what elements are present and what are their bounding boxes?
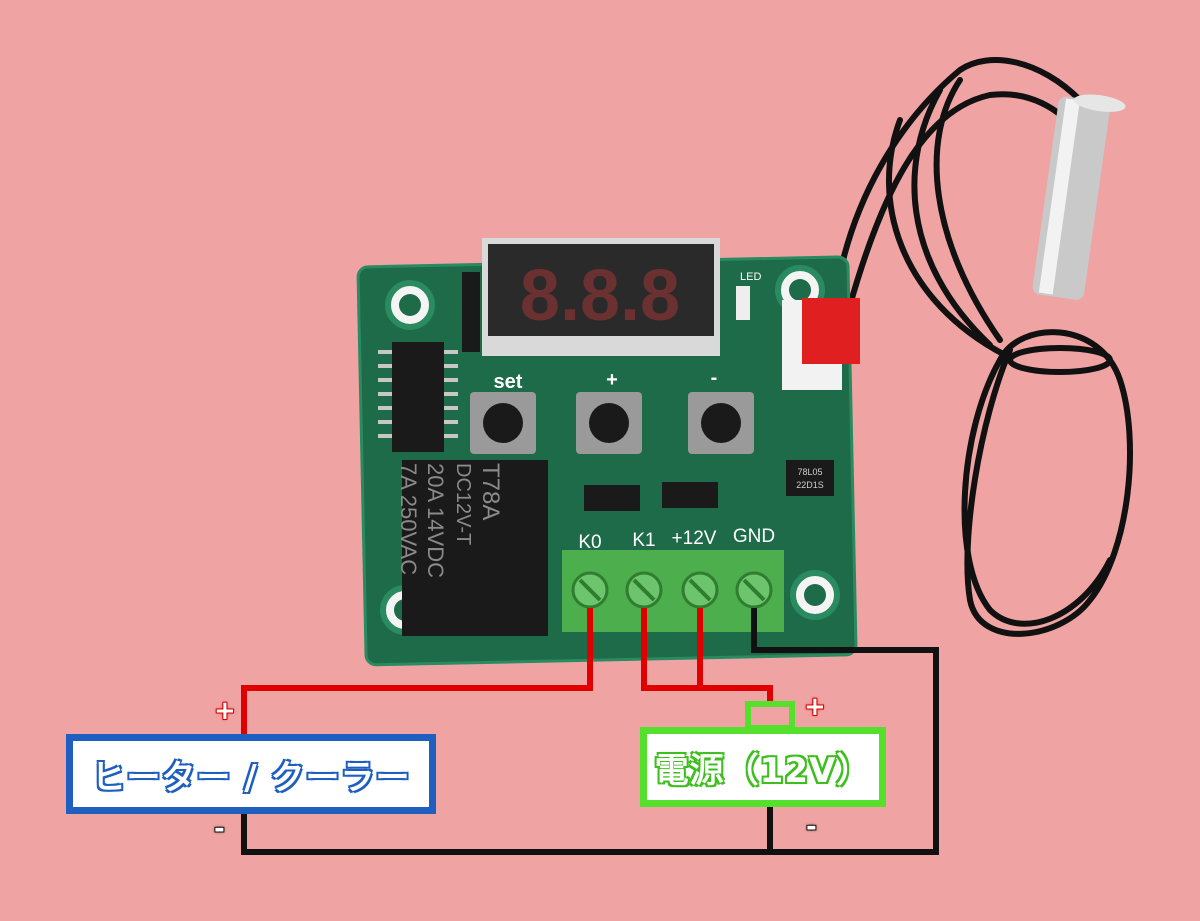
heater-cooler-label: ヒーター / クーラー [90, 757, 411, 799]
ic-chip [378, 342, 458, 452]
display-digits: 8.8.8 [520, 256, 680, 336]
relay-line-2: DC12V-T [452, 463, 474, 545]
power-minus-sign: - [806, 812, 817, 842]
diodes [584, 482, 718, 511]
cable-tie [1007, 345, 1113, 375]
led-label: LED [740, 271, 761, 283]
power-supply-label: 電源（12V） [654, 750, 872, 792]
temperature-probe [1032, 94, 1126, 300]
header-pins [462, 272, 480, 352]
terminal-label-12v: +12V [672, 528, 717, 549]
regulator-line-1: 78L05 [797, 467, 822, 477]
voltage-regulator: 78L05 22D1S [786, 460, 834, 496]
tactile-buttons [470, 392, 754, 454]
seven-segment-display: 8.8.8 [482, 238, 720, 356]
plus-button[interactable] [576, 392, 642, 454]
led-indicator [736, 286, 750, 320]
sensor-connector [782, 298, 860, 390]
sensor-cable [832, 57, 1133, 637]
heater-cooler-box: ヒーター / クーラー [66, 734, 436, 814]
relay-line-4: 7A 250VAC [396, 463, 421, 575]
wiring-diagram [241, 608, 939, 855]
terminal-label-k1: K1 [632, 530, 655, 551]
heater-plus-sign: + [214, 696, 236, 726]
terminal-label-k0: K0 [578, 532, 601, 553]
regulator-line-2: 22D1S [796, 480, 824, 490]
heater-minus-sign: - [214, 814, 225, 844]
set-label: set [494, 371, 523, 393]
relay-line-3: 20A 14VDC [423, 463, 448, 578]
plus-label: + [606, 369, 618, 391]
power-plus-sign: + [804, 692, 826, 722]
minus-button[interactable] [688, 392, 754, 454]
terminal-label-gnd: GND [733, 526, 775, 547]
power-supply-box: 電源（12V） [640, 727, 886, 807]
minus-label: - [711, 367, 718, 389]
set-button[interactable] [470, 392, 536, 454]
relay: T78A DC12V-T 20A 14VDC 7A 250VAC [396, 460, 548, 636]
terminal-block [562, 550, 784, 632]
relay-line-1: T78A [477, 463, 504, 520]
